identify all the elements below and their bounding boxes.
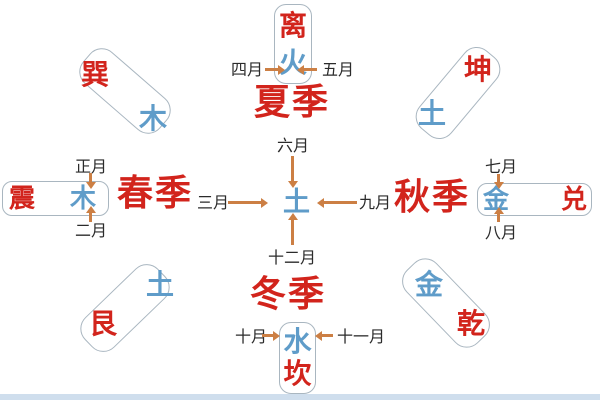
element-metal-corner: 金 xyxy=(415,268,444,301)
season-summer: 夏季 xyxy=(254,82,331,123)
arrow-up-icon xyxy=(291,220,294,245)
arrow-down-icon xyxy=(291,156,294,181)
element-earth-corner2: 土 xyxy=(146,268,175,301)
arrow-up-icon xyxy=(89,213,92,222)
arrow-right-icon xyxy=(265,68,278,71)
element-wood-corner: 木 xyxy=(139,102,168,135)
trigram-gen: 艮 xyxy=(89,307,118,340)
arrow-up-icon xyxy=(497,214,500,222)
bottom-edge-bar xyxy=(0,394,600,400)
arrow-left-icon xyxy=(322,334,333,337)
element-water: 水 xyxy=(283,325,312,358)
month-1: 正月 xyxy=(75,157,108,176)
month-2: 二月 xyxy=(75,221,108,240)
arrow-right-icon xyxy=(262,334,273,337)
season-winter: 冬季 xyxy=(250,274,327,315)
season-spring: 春季 xyxy=(117,173,194,214)
trigram-li: 离 xyxy=(278,9,307,42)
trigram-xun: 巽 xyxy=(81,58,110,91)
center-element-earth: 土 xyxy=(283,187,310,218)
arrow-down-icon xyxy=(89,173,92,182)
month-5: 五月 xyxy=(322,60,355,79)
month-8: 八月 xyxy=(485,223,518,242)
season-autumn: 秋季 xyxy=(394,177,471,218)
month-6: 六月 xyxy=(277,136,310,155)
trigram-zhen: 震 xyxy=(9,184,36,214)
month-11: 十一月 xyxy=(337,327,386,346)
month-12: 十二月 xyxy=(268,248,317,267)
trigram-qian: 乾 xyxy=(457,307,486,340)
month-7: 七月 xyxy=(485,157,518,176)
water-box xyxy=(279,322,316,394)
arrow-right-icon xyxy=(228,201,261,204)
arrow-left-icon xyxy=(304,68,317,71)
month-4: 四月 xyxy=(231,60,264,79)
trigram-kun: 坤 xyxy=(464,53,493,86)
arrow-down-icon xyxy=(497,174,500,182)
arrow-left-icon xyxy=(324,201,357,204)
trigram-dui: 兑 xyxy=(561,185,588,215)
month-3: 三月 xyxy=(197,193,230,212)
trigram-kan: 坎 xyxy=(283,357,312,390)
element-earth-corner: 土 xyxy=(418,97,447,130)
month-10: 十月 xyxy=(235,327,268,346)
month-9: 九月 xyxy=(359,193,392,212)
